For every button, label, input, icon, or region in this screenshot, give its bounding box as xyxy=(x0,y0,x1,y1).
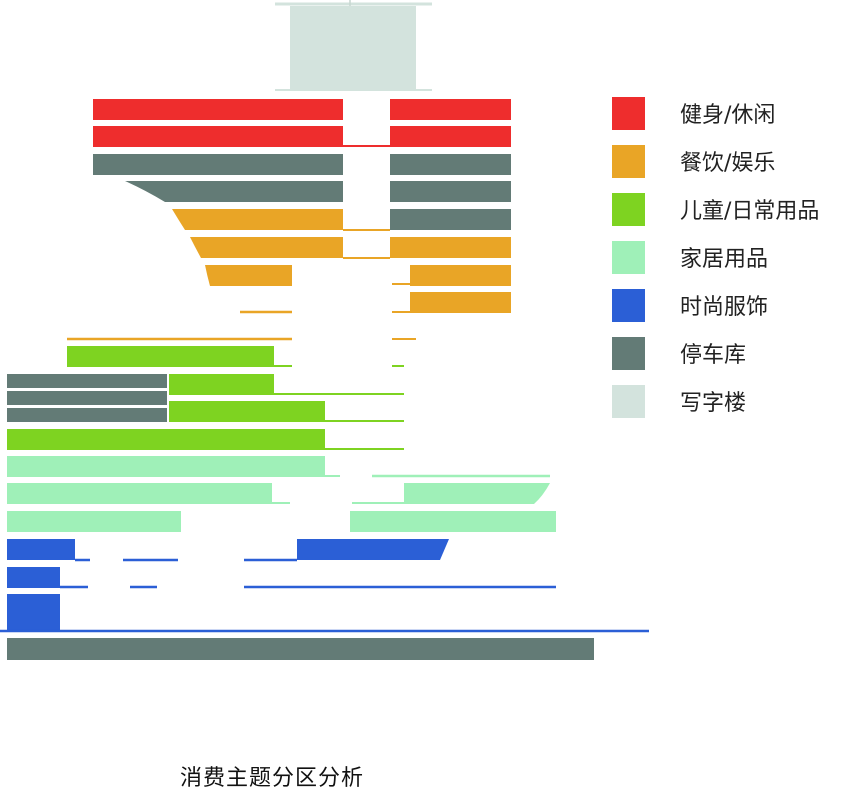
legend-label-home: 家居用品 xyxy=(680,247,768,272)
legend-item-fashion: 时尚服饰 xyxy=(612,289,768,322)
legend-label-fitness: 健身/休闲 xyxy=(680,103,775,128)
legend: 健身/休闲 餐饮/娱乐 儿童/日常用品 家居用品 时尚服饰 停车库 写字楼 xyxy=(612,97,819,418)
fitness-floors xyxy=(93,99,511,147)
home-floors xyxy=(7,456,556,532)
legend-swatch-office xyxy=(612,385,645,418)
legend-item-dining: 餐饮/娱乐 xyxy=(612,145,775,178)
kids-floors xyxy=(7,346,404,450)
legend-label-parking: 停车库 xyxy=(680,343,746,368)
legend-item-office: 写字楼 xyxy=(612,385,746,418)
legend-swatch-fashion xyxy=(612,289,645,322)
legend-label-dining: 餐饮/娱乐 xyxy=(680,151,775,176)
legend-swatch-parking xyxy=(612,337,645,370)
legend-label-fashion: 时尚服饰 xyxy=(680,295,768,320)
parking-basement xyxy=(7,638,594,660)
fashion-floors xyxy=(0,539,649,633)
legend-item-fitness: 健身/休闲 xyxy=(612,97,775,130)
diagram-caption: 消费主题分区分析 xyxy=(180,766,365,791)
legend-swatch-dining xyxy=(612,145,645,178)
dining-floors xyxy=(67,209,511,341)
legend-item-kids: 儿童/日常用品 xyxy=(612,193,819,226)
legend-swatch-fitness xyxy=(612,97,645,130)
office-tower xyxy=(275,0,432,91)
parking-side xyxy=(7,374,167,422)
legend-swatch-kids xyxy=(612,193,645,226)
legend-label-kids: 儿童/日常用品 xyxy=(680,199,819,224)
legend-item-parking: 停车库 xyxy=(612,337,746,370)
legend-item-home: 家居用品 xyxy=(612,241,768,274)
legend-swatch-home xyxy=(612,241,645,274)
parking-upper xyxy=(93,154,511,230)
legend-label-office: 写字楼 xyxy=(680,391,746,416)
